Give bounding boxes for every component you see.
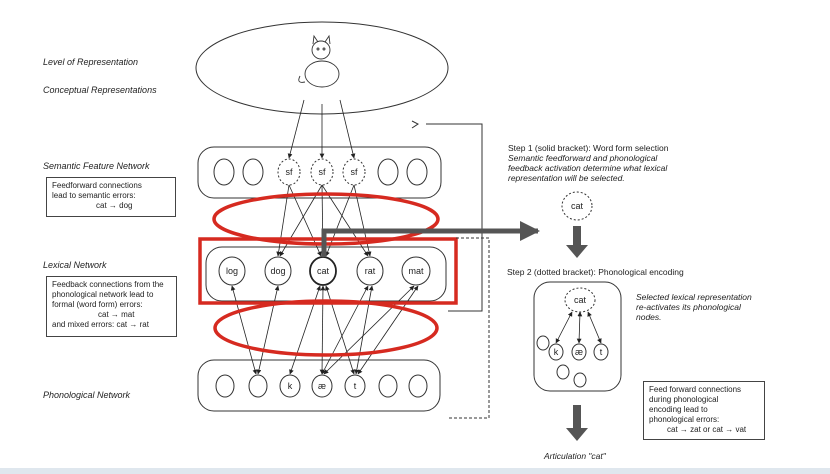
semantic-nodes: sf sf sf	[213, 158, 428, 186]
feed-box-line1: Feed forward connections	[649, 385, 742, 394]
lexical-node-log: log	[226, 266, 238, 276]
lexical-node-rat: rat	[365, 266, 376, 276]
semantic-node-sf-2	[310, 158, 334, 186]
step1-text: Step 1 (solid bracket): Word form select…	[508, 143, 668, 183]
phonological-nodes: k æ t	[215, 374, 428, 398]
sf-label-2: sf	[318, 167, 326, 177]
semantic-errors-box: Feedforward connections lead to semantic…	[46, 177, 176, 217]
semantic-node-sf-1	[277, 158, 301, 186]
semantic-box-line2: lead to semantic errors:	[52, 191, 136, 200]
step2-nodes	[536, 335, 609, 388]
lexical-label: Lexical Network	[43, 260, 107, 270]
feed-box-line2: during phonological	[649, 395, 719, 404]
lexical-node-mat: mat	[408, 266, 424, 276]
step2-phoneme-connections	[555, 311, 602, 344]
sf-label-1: sf	[285, 167, 293, 177]
phoneme-node-ae: æ	[318, 381, 326, 391]
level-of-representation-label: Level of Representation	[43, 57, 139, 67]
semantic-node-sf-3	[342, 158, 366, 186]
step1-cat-node	[561, 191, 593, 221]
dotted-bracket	[448, 237, 490, 419]
lexical-box-line2: phonological network lead to	[52, 290, 154, 299]
step1-desc3: representation will be selected.	[508, 173, 625, 183]
step1-desc2: feedback activation determine what lexic…	[508, 163, 668, 173]
sf-label-3: sf	[350, 167, 358, 177]
semantic-box-line1: Feedforward connections	[52, 181, 142, 190]
feed-box-line4: phonological errors:	[649, 415, 720, 424]
step1-title: Step 1 (solid bracket): Word form select…	[508, 143, 669, 153]
selection-arrow	[321, 221, 540, 257]
feed-box-line5: cat → zat or cat → vat	[667, 425, 747, 434]
step-down-arrow	[566, 226, 588, 258]
step2-note1: Selected lexical representation	[636, 292, 752, 302]
cat-drawing-icon	[298, 34, 340, 88]
bottom-border-strip	[0, 468, 830, 474]
articulation-label: Articulation "cat"	[544, 451, 606, 461]
conceptual-ellipse	[195, 21, 449, 115]
red-rect-lexical	[198, 237, 458, 305]
conceptual-label: Conceptual Representations	[43, 85, 157, 95]
lexical-box-line4: cat → mat	[98, 310, 135, 319]
step1-node-label: cat	[571, 201, 584, 211]
feed-box-line3: encoding lead to	[649, 405, 708, 414]
semantic-label: Semantic Feature Network	[43, 161, 150, 171]
step2-note2: re-activates its phonological	[636, 302, 741, 312]
articulation-arrow	[566, 405, 588, 441]
solid-bracket	[411, 120, 483, 312]
lexical-node-dog: dog	[270, 266, 285, 276]
phoneme-node-t: t	[354, 381, 357, 391]
step1-desc1: Semantic feedforward and phonological	[508, 153, 658, 163]
step2-note3: nodes.	[636, 312, 662, 322]
red-ellipse-lower	[213, 299, 439, 357]
phonological-label: Phonological Network	[43, 390, 131, 400]
step2-node-label: cat	[574, 295, 587, 305]
lexical-box-line3: formal (word form) errors:	[52, 300, 143, 309]
step2-phoneme-t: t	[600, 347, 603, 357]
step2-note: Selected lexical representation re-activ…	[636, 292, 752, 322]
lexical-errors-box: Feedback connections from the phonologic…	[46, 276, 177, 337]
lexical-box-line1: Feedback connections from the	[52, 280, 164, 289]
semantic-box-line3: cat → dog	[96, 201, 133, 210]
step2-phoneme-k: k	[554, 347, 559, 357]
step2-phoneme-ae: æ	[575, 347, 583, 357]
concept-semantic-connections	[287, 99, 356, 159]
feed-forward-box: Feed forward connections during phonolog…	[643, 381, 765, 440]
lexical-node-cat: cat	[317, 266, 330, 276]
lexical-box-line5: and mixed errors: cat → rat	[52, 320, 149, 329]
step2-title: Step 2 (dotted bracket): Phonological en…	[507, 267, 684, 277]
phoneme-node-k: k	[288, 381, 293, 391]
